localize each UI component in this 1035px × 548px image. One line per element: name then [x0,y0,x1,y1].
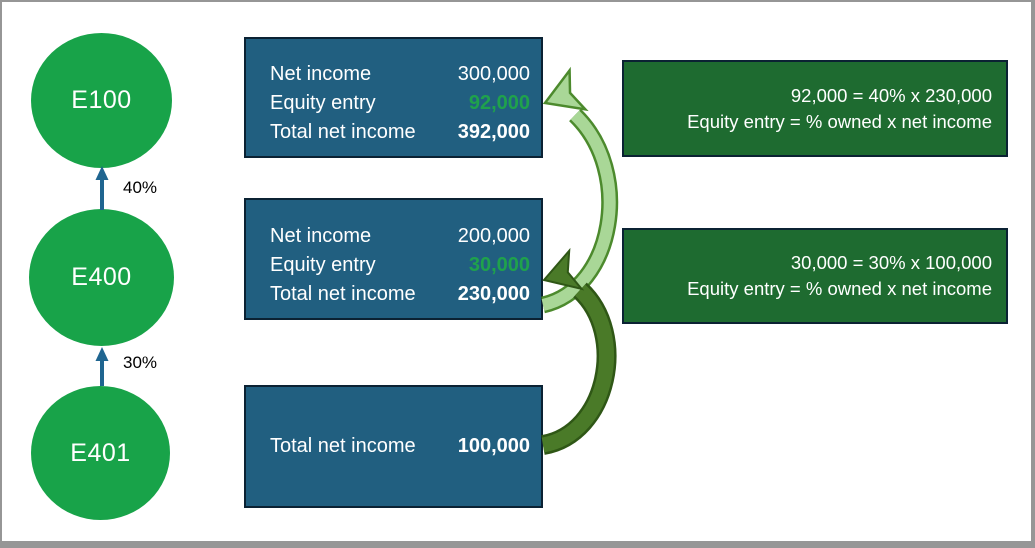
entity-label: E401 [70,438,131,467]
income-row: Total net income 230,000 [270,280,530,309]
row-label: Total net income [270,283,416,305]
row-label: Net income [270,63,372,85]
row-value-total: 100,000 [457,435,530,457]
income-row: Net income 200,000 [270,222,530,251]
row-value-total: 230,000 [457,283,530,305]
row-label: Net income [270,225,372,247]
ownership-pct-label-40: 40% [123,178,158,197]
entity-circle-e400: E400 [29,209,174,346]
curved-arrow-light-icon [540,66,619,314]
callout-box-equity-30000: 30,000 = 30% x 100,000 Equity entry = % … [622,228,1008,324]
income-row: Total net income 100,000 [270,432,530,461]
row-value: 300,000 [457,63,530,85]
curved-arrow-dark-icon [540,247,617,455]
ownership-arrow-e400-e100 [95,166,109,210]
income-row: Equity entry 30,000 [270,251,530,280]
callout-formula: 30,000 = 30% x 100,000 [790,252,992,273]
callout-rule: Equity entry = % owned x net income [687,110,992,132]
income-box-e401: Total net income 100,000 [244,385,543,508]
callout-formula: 92,000 = 40% x 230,000 [790,84,992,106]
row-label: Equity entry [270,254,376,276]
row-label: Total net income [270,435,416,457]
income-box-e400: Net income 200,000 Equity entry 30,000 T… [244,198,543,320]
entity-circle-e100: E100 [31,33,172,168]
entity-label: E100 [71,86,132,114]
entity-label: E400 [71,263,132,291]
income-box-e100: Net income 300,000 Equity entry 92,000 T… [244,37,543,158]
income-row: Equity entry 92,000 [270,89,530,118]
row-value-equity: 30,000 [468,254,530,276]
callout-box-equity-92000: 92,000 = 40% x 230,000 Equity entry = % … [622,60,1008,157]
row-value: 200,000 [457,225,530,247]
ownership-pct-label-30: 30% [123,353,158,372]
row-value-equity: 92,000 [468,92,530,114]
income-row: Total net income 392,000 [270,118,530,147]
callout-rule: Equity entry = % owned x net income [687,278,992,299]
row-value-total: 392,000 [457,121,530,143]
entity-circle-e401: E401 [31,386,170,520]
row-label: Equity entry [270,92,376,114]
ownership-arrow-e401-e400 [95,347,109,386]
income-row: Net income 300,000 [270,60,530,89]
row-label: Total net income [270,121,416,143]
